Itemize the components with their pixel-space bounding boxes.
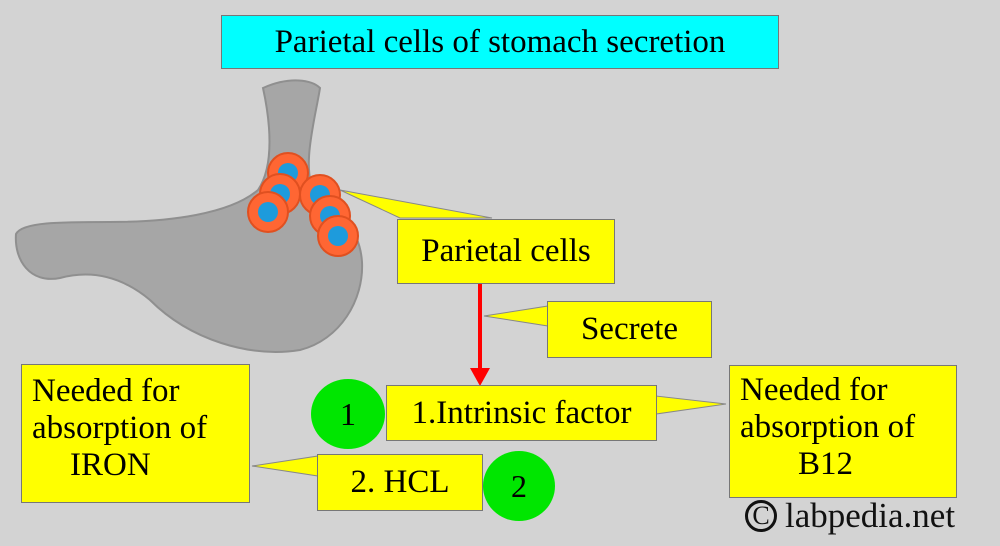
number-two-badge: 2 (483, 451, 555, 521)
iron-pointer (251, 455, 319, 477)
secrete-pointer (483, 305, 549, 327)
parietal-cells-pointer (339, 189, 493, 219)
number-one-badge: 1 (311, 379, 385, 449)
iron-note-line-1: Needed for (32, 373, 180, 409)
secretion-arrow (470, 284, 490, 386)
b12-pointer (655, 395, 727, 415)
b12-note-line-1: Needed for (740, 372, 888, 408)
iron-note-line-3: IRON (70, 446, 151, 483)
b12-note-line-2: absorption of (740, 408, 916, 445)
watermark: C labpedia.net (745, 496, 955, 536)
b12-note-line-3: B12 (798, 445, 854, 482)
hcl-label: 2. HCL (317, 454, 483, 511)
intrinsic-factor-label: 1.Intrinsic factor (386, 385, 657, 441)
diagram-title: Parietal cells of stomach secretion (221, 15, 779, 69)
iron-note: Needed for absorption of IRON (21, 364, 250, 503)
cell-nucleus (258, 202, 278, 222)
iron-note-line-2: absorption of (32, 409, 208, 446)
secrete-label: Secrete (547, 301, 712, 358)
cell-nucleus (328, 226, 348, 246)
copyright-icon: C (745, 500, 777, 532)
parietal-cells-label: Parietal cells (397, 219, 615, 284)
watermark-text: labpedia.net (785, 496, 956, 535)
b12-note: Needed for absorption of B12 (729, 365, 957, 498)
parietal-cell-cluster (247, 152, 359, 257)
